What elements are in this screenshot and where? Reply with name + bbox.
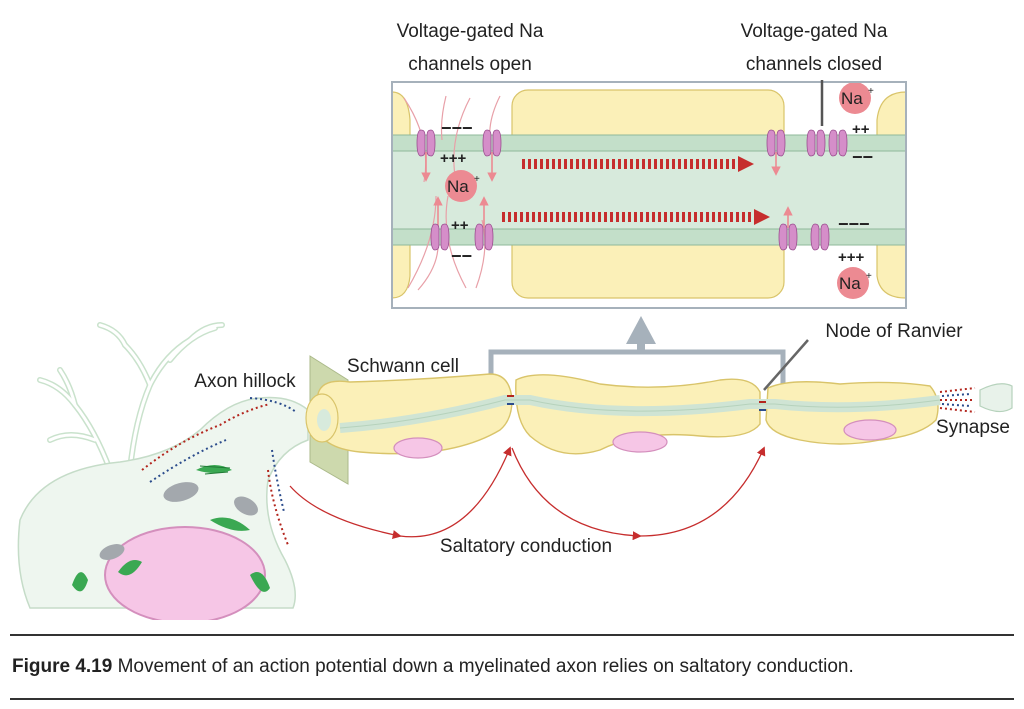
mitochondrion bbox=[234, 496, 258, 516]
inset-panel: −−− +++ ++ −− ++ −− −−− +++ Na + Na + Na bbox=[391, 81, 907, 309]
negative-charges: −− bbox=[852, 147, 873, 167]
caption-bottom-rule bbox=[10, 698, 1014, 700]
positive-charges: ++ bbox=[852, 121, 870, 138]
label-na-channels-open-2: channels open bbox=[408, 54, 532, 75]
positive-charges: +++ bbox=[440, 150, 467, 167]
mitochondrion bbox=[99, 544, 125, 560]
svg-text:Na: Na bbox=[447, 177, 469, 196]
nucleus bbox=[104, 526, 266, 620]
saltatory-arrows bbox=[289, 446, 766, 541]
negative-charges: −−− bbox=[441, 118, 473, 138]
svg-text:Na: Na bbox=[841, 89, 863, 108]
negative-charges: −−− bbox=[838, 214, 870, 234]
svg-text:Na: Na bbox=[839, 274, 861, 293]
label-node-of-ranvier: Node of Ranvier bbox=[825, 321, 963, 342]
label-na-channels-closed: Voltage-gated Na bbox=[741, 21, 888, 42]
label-schwann-cell: Schwann cell bbox=[347, 356, 459, 377]
schwann-nucleus bbox=[612, 431, 668, 453]
schwann-nucleus bbox=[393, 437, 443, 459]
figure-caption: Figure 4.19 Movement of an action potent… bbox=[12, 655, 1012, 679]
schwann-nucleus bbox=[843, 419, 897, 441]
sodium-ion-icon: Na + bbox=[445, 170, 480, 202]
svg-text:+: + bbox=[866, 271, 872, 282]
inset-frame bbox=[391, 81, 907, 309]
sodium-ion-icon: Na + bbox=[837, 267, 872, 299]
label-saltatory-conduction: Saltatory conduction bbox=[440, 536, 612, 557]
caption-text: Movement of an action potential down a m… bbox=[112, 656, 854, 677]
caption-top-rule bbox=[10, 634, 1014, 636]
myelinated-axon bbox=[305, 339, 1013, 485]
synapse-terminal bbox=[939, 383, 1013, 413]
axon-membrane-bottom bbox=[392, 229, 906, 245]
label-na-channels-open: Voltage-gated Na bbox=[397, 21, 544, 42]
rough-er bbox=[72, 465, 270, 592]
label-axon-hillock: Axon hillock bbox=[194, 371, 296, 392]
neuron-cell-body bbox=[17, 322, 309, 620]
magnification-indicator bbox=[488, 316, 786, 390]
label-na-channels-closed-2: channels closed bbox=[746, 54, 882, 75]
sodium-ion-icon: Na + bbox=[839, 82, 874, 114]
positive-charges: ++ bbox=[451, 217, 469, 234]
figure-number: Figure 4.19 bbox=[12, 656, 113, 677]
negative-charges: −− bbox=[451, 246, 472, 266]
label-synapse: Synapse bbox=[936, 417, 1010, 438]
svg-text:+: + bbox=[474, 174, 480, 185]
mitochondrion bbox=[163, 482, 199, 502]
svg-text:+: + bbox=[868, 86, 874, 97]
positive-charges: +++ bbox=[838, 249, 865, 266]
myelinated-axon-diagram: −−− +++ ++ −− ++ −− −−− +++ Na + Na + Na bbox=[17, 21, 1013, 620]
leader-line-node bbox=[763, 339, 809, 391]
